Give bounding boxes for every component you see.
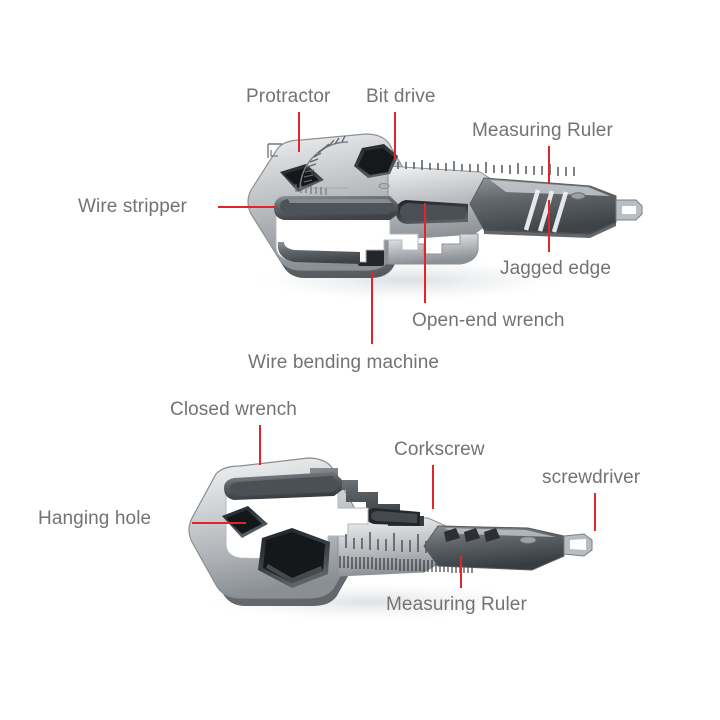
leader-screwdriver xyxy=(594,493,596,531)
label-bit-drive: Bit drive xyxy=(366,86,436,107)
label-protractor: Protractor xyxy=(246,86,331,107)
label-closed-wrench: Closed wrench xyxy=(170,399,297,420)
leader-open-end-wrench xyxy=(424,203,426,303)
label-open-end-wrench: Open-end wrench xyxy=(412,310,565,331)
label-measuring-ruler-top: Measuring Ruler xyxy=(472,120,613,141)
leader-measuring-ruler-top xyxy=(548,146,550,184)
leader-jagged-edge xyxy=(548,200,550,252)
leader-closed-wrench xyxy=(259,425,261,465)
leader-bit-drive xyxy=(394,112,396,160)
leader-wire-bending-machine xyxy=(371,272,373,344)
leader-corkscrew xyxy=(432,465,434,509)
label-corkscrew: Corkscrew xyxy=(394,439,485,460)
label-wire-bending-machine: Wire bending machine xyxy=(248,352,440,373)
bottom-tool-illustration xyxy=(188,457,593,622)
label-jagged-edge: Jagged edge xyxy=(500,258,611,279)
label-screwdriver: screwdriver xyxy=(542,467,641,488)
label-hanging-hole: Hanging hole xyxy=(38,508,152,529)
leader-measuring-ruler-bottom xyxy=(460,556,462,588)
label-wire-stripper: Wire stripper xyxy=(78,196,187,217)
leader-hanging-hole xyxy=(192,522,246,524)
label-measuring-ruler-bottom: Measuring Ruler xyxy=(386,594,527,615)
top-tool-illustration xyxy=(247,133,643,302)
leader-wire-stripper xyxy=(218,206,276,208)
leader-protractor xyxy=(298,112,300,152)
